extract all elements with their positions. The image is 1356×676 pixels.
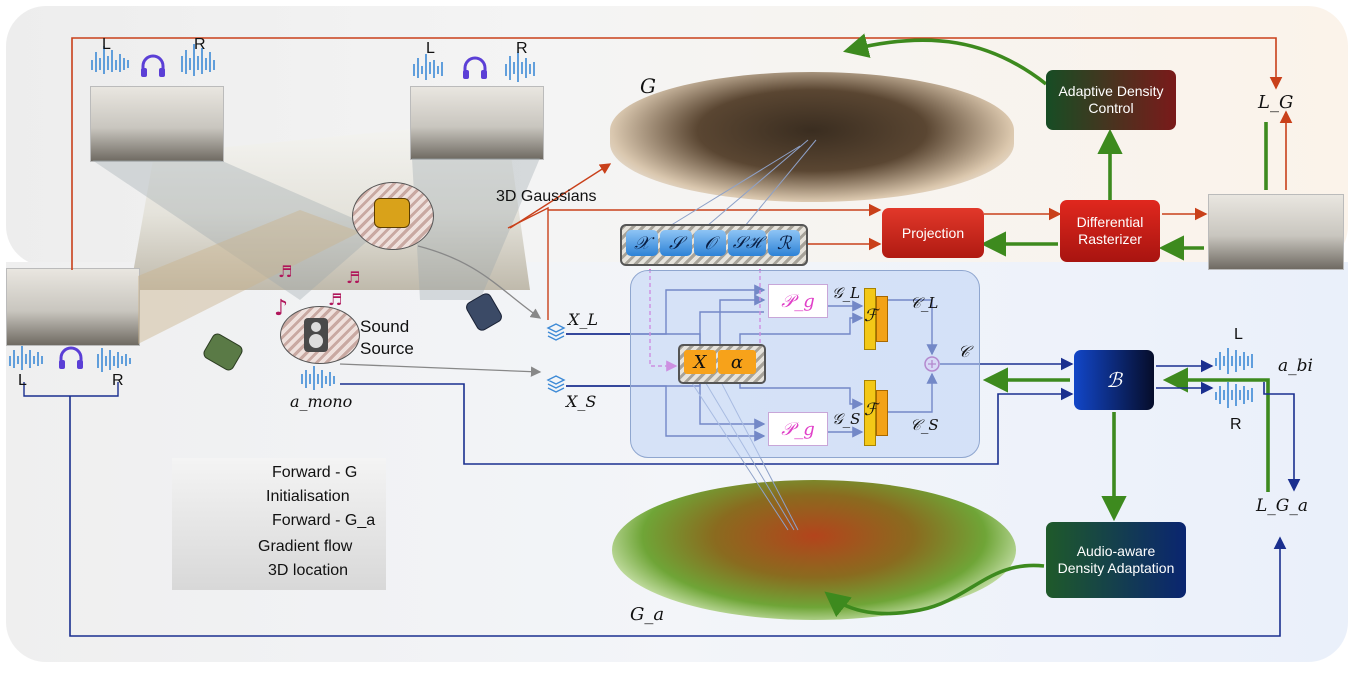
camera-view-photo-2 (410, 86, 544, 160)
gl-label: 𝒢_L (832, 284, 861, 302)
music-note-icon: ♬ (328, 290, 343, 309)
gaussian-point-cloud-Ga (612, 480, 1016, 620)
legend-initialisation: Initialisation (266, 488, 350, 505)
xl-label: X_L (568, 310, 599, 329)
headphones-icon (58, 346, 84, 370)
ga-label: G_a (630, 604, 665, 625)
param-chip-sh: 𝒮ℋ (728, 230, 766, 256)
c-label: 𝒞 (958, 342, 970, 361)
param-chip-opacity: 𝒪 (694, 230, 726, 256)
legend-gradient-flow: Gradient flow (258, 538, 353, 555)
camera-icon (374, 198, 410, 228)
listener-view-photo (6, 268, 140, 346)
param-chip-scale: 𝒮 (660, 230, 692, 256)
legend: Forward - G Initialisation Forward - G_a… (172, 458, 386, 590)
right-channel-label: R (516, 40, 528, 57)
density-control-block: Adaptive Density Control (1046, 70, 1176, 130)
legend-forward-ga: Forward - G_a (272, 512, 376, 529)
rasterizer-block: Differential Rasterizer (1060, 200, 1160, 262)
headphones-icon (462, 56, 488, 80)
pg-block-left: 𝒫_g (768, 284, 828, 318)
camera-view-photo-1 (90, 86, 224, 162)
speaker-icon (304, 318, 328, 352)
loss-g-label: L_G (1258, 92, 1294, 113)
legend-forward-g: Forward - G (272, 464, 358, 481)
left-channel-label: L (102, 36, 111, 53)
param-chip-position: 𝒳 (626, 230, 658, 256)
f-bar-source (864, 380, 876, 446)
mono-audio-label: a_mono (290, 392, 353, 411)
left-channel-label: L (18, 372, 27, 389)
left-channel-label: L (426, 40, 435, 57)
right-channel-label: R (112, 372, 124, 389)
f-bar-source-inner (876, 390, 888, 436)
headphones-icon (140, 54, 166, 78)
rendered-view-photo (1208, 194, 1344, 270)
binaural-audio-label: a_bi (1278, 356, 1313, 376)
f-label-source: ℱ (864, 400, 878, 420)
audio-density-block: Audio-aware Density Adaptation (1046, 522, 1186, 598)
loss-ga-label: L_G_a (1256, 496, 1309, 516)
f-bar-left (864, 288, 876, 350)
f-label-left: ℱ (864, 306, 878, 326)
music-note-icon: ♬ (278, 262, 293, 281)
legend-3d-location: 3D location (268, 562, 349, 579)
gs-label: 𝒢_S (832, 410, 861, 428)
music-note-icon: ♪ (274, 296, 289, 321)
param-chip-row: 𝒳 𝒮 𝒪 𝒮ℋ ℛ (626, 230, 800, 256)
x-chip: X (684, 350, 716, 374)
right-channel-label: R (1230, 416, 1242, 433)
gaussian-point-cloud-G (610, 72, 1014, 202)
right-channel-label: R (194, 36, 206, 53)
cl-label: 𝒞_L (910, 294, 939, 312)
pg-block-source: 𝒫_g (768, 412, 828, 446)
left-channel-label: L (1234, 326, 1243, 343)
projection-block: Projection (882, 208, 984, 258)
gaussians-label: 3D Gaussians (496, 188, 597, 205)
param-chip-rotation: ℛ (768, 230, 800, 256)
binaural-block: ℬ (1074, 350, 1154, 410)
f-bar-left-inner (876, 296, 888, 342)
cs-label: 𝒞_S (910, 416, 939, 434)
music-note-icon: ♬ (346, 268, 361, 287)
sound-source-label: Sound Source (360, 317, 414, 359)
xs-label: X_S (566, 392, 597, 411)
g-label: G (640, 74, 656, 98)
alpha-chip: α (718, 350, 756, 374)
